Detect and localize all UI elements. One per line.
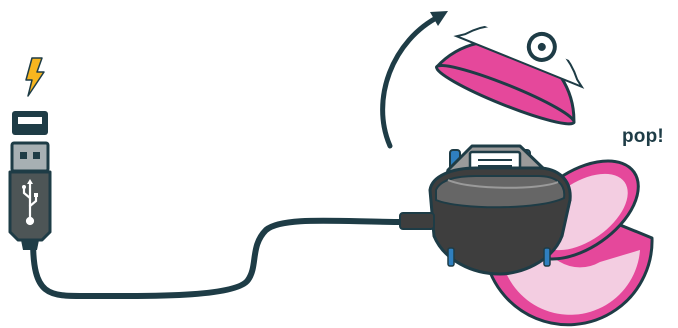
- pop-label: pop!: [622, 126, 664, 148]
- lightning-bolt-icon: [26, 58, 44, 96]
- usb-strain-relief: [21, 240, 39, 250]
- ball-top-shell: [433, 0, 604, 132]
- robot-core: [400, 146, 570, 274]
- charging-port: [400, 213, 434, 229]
- usb-plug-connector: [12, 143, 48, 171]
- lift-arrow: [383, 11, 448, 146]
- usb-port-icon: [12, 111, 48, 135]
- usb-plug: [10, 143, 50, 250]
- charging-cable: [33, 221, 405, 296]
